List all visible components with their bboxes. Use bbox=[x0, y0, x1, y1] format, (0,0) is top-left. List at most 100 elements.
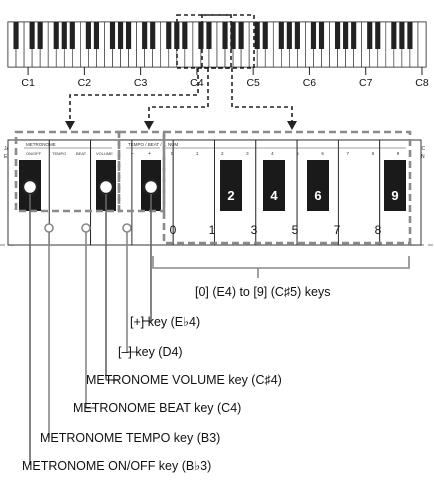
keyboard-black-key bbox=[294, 22, 300, 49]
metronome-key-label-onoff: ON/OFF bbox=[26, 151, 42, 156]
octave-label: C4 bbox=[190, 77, 204, 89]
connector-arrowheads bbox=[65, 121, 297, 130]
callout-plus-key: [+] key (E♭4) bbox=[130, 315, 200, 329]
marker-onoff bbox=[21, 178, 39, 196]
keyboard-black-key bbox=[142, 22, 148, 49]
keyboard-black-key bbox=[13, 22, 19, 49]
group-boxes bbox=[14, 130, 412, 245]
number-tick-label: 5 bbox=[296, 151, 299, 156]
white-key-number-5: 5 bbox=[292, 223, 299, 237]
keyboard-black-key bbox=[343, 22, 349, 49]
callout-minus-key: [–] key (D4) bbox=[118, 345, 183, 359]
leader-lines bbox=[29, 194, 152, 465]
callout-labels: [+] key (E♭4) [–] key (D4) METRONOME VOL… bbox=[22, 315, 282, 473]
marker-tempo bbox=[44, 223, 54, 233]
black-key-numbers: 2 4 6 9 bbox=[227, 188, 398, 203]
number-ticks: 0 1 2 3 4 5 6 7 8 9 bbox=[171, 151, 400, 156]
black-key-number-6: 6 bbox=[314, 188, 321, 203]
keyboard-black-key bbox=[93, 22, 99, 49]
callout-metronome-beat: METRONOME BEAT key (C4) bbox=[73, 401, 241, 415]
octave-label: C2 bbox=[78, 77, 92, 89]
octave-label: C1 bbox=[21, 77, 35, 89]
black-key-number-2: 2 bbox=[227, 188, 234, 203]
connector-tempo bbox=[148, 68, 209, 122]
tempo-group-title: TEMPO / BEAT / ... bbox=[128, 142, 167, 147]
keyboard-black-key bbox=[53, 22, 59, 49]
keyboard-black-key bbox=[278, 22, 284, 49]
zoom-connectors bbox=[69, 68, 293, 122]
keyboard-black-key bbox=[254, 22, 260, 49]
octave-markers: C1 C2 C3 C4 C5 C6 C7 C8 bbox=[21, 67, 429, 89]
keyboard-black-key bbox=[182, 22, 188, 49]
number-tick-label: 2 bbox=[221, 151, 224, 156]
zoom-region bbox=[176, 14, 255, 69]
octave-label: C3 bbox=[134, 77, 148, 89]
octave-label: C6 bbox=[303, 77, 317, 89]
keyboard-black-key bbox=[29, 22, 35, 49]
connector-numbers bbox=[231, 68, 293, 122]
zoom-box-outer bbox=[176, 14, 255, 69]
marker-minus bbox=[122, 223, 132, 233]
black-key-9 bbox=[384, 160, 406, 211]
marker-beat bbox=[81, 223, 91, 233]
full-keyboard bbox=[7, 21, 427, 68]
black-key-6 bbox=[307, 160, 329, 211]
bracket-line bbox=[152, 256, 410, 269]
keyboard-black-keys bbox=[13, 22, 413, 49]
keyboard-black-key bbox=[335, 22, 341, 49]
octave-label: C8 bbox=[415, 77, 429, 89]
keyboard-black-key bbox=[150, 22, 156, 49]
keyboard-white-key bbox=[417, 21, 427, 68]
keyboard-black-key bbox=[375, 22, 381, 49]
enlarged-panel: JAZ ENS ROC DAN METRONOME ON/OFF TEMPO B… bbox=[0, 130, 434, 246]
number-keys-label: [0] (E4) to [9] (C♯5) keys bbox=[195, 285, 330, 299]
callout-metronome-volume: METRONOME VOLUME key (C♯4) bbox=[86, 373, 282, 387]
keyboard-black-key bbox=[37, 22, 43, 49]
keyboard-black-key bbox=[222, 22, 228, 49]
keyboard-black-key bbox=[117, 22, 124, 49]
metronome-group-title: METRONOME bbox=[26, 142, 56, 147]
keyboard-black-key bbox=[85, 22, 91, 49]
white-key-number-8: 8 bbox=[375, 223, 382, 237]
zoom-box-inner bbox=[201, 14, 232, 69]
callout-metronome-onoff: METRONOME ON/OFF key (B♭3) bbox=[22, 459, 211, 473]
number-tick-label: 7 bbox=[347, 151, 350, 156]
number-tick-label: 8 bbox=[372, 151, 375, 156]
keyboard-black-key bbox=[318, 22, 325, 49]
arrowhead-metronome bbox=[65, 121, 75, 130]
number-group-box bbox=[162, 130, 412, 245]
black-key-2 bbox=[220, 160, 242, 211]
octave-label: C5 bbox=[246, 77, 260, 89]
metronome-key-label-volume: VOLUME bbox=[96, 151, 113, 156]
number-keys-bracket bbox=[152, 256, 410, 278]
keyboard-black-key bbox=[230, 22, 236, 49]
keyboard-black-key bbox=[286, 22, 292, 49]
keyboard-black-key bbox=[109, 22, 116, 49]
tempo-key-label-minus: – bbox=[131, 151, 134, 157]
keyboard-black-key bbox=[367, 22, 373, 49]
keyboard-black-key bbox=[262, 22, 268, 49]
panel-white-key bbox=[337, 139, 381, 246]
metronome-key-label-beat: BEAT bbox=[76, 151, 87, 156]
black-key-4 bbox=[263, 160, 285, 211]
keyboard-black-key bbox=[166, 22, 172, 49]
connector-metronome bbox=[69, 68, 199, 122]
number-tick-label: 9 bbox=[397, 151, 400, 156]
keyboard-black-key bbox=[351, 22, 357, 49]
number-tick-label: 0 bbox=[171, 151, 174, 156]
octave-label: C7 bbox=[359, 77, 373, 89]
metronome-group-box bbox=[14, 130, 121, 213]
number-group-title: NUM bbox=[168, 142, 178, 147]
tempo-group-box bbox=[117, 130, 166, 213]
black-key-number-4: 4 bbox=[270, 188, 278, 203]
number-tick-label: 4 bbox=[271, 151, 274, 156]
number-tick-label: 3 bbox=[246, 151, 249, 156]
arrowhead-numbers bbox=[287, 121, 297, 130]
number-tick-label: 6 bbox=[321, 151, 324, 156]
keyboard-white-keys bbox=[7, 21, 427, 68]
tempo-key-label-plus: + bbox=[148, 151, 151, 157]
keyboard-black-key bbox=[69, 22, 75, 49]
white-key-number-0: 0 bbox=[170, 223, 177, 237]
number-tick-label: 1 bbox=[196, 151, 199, 156]
